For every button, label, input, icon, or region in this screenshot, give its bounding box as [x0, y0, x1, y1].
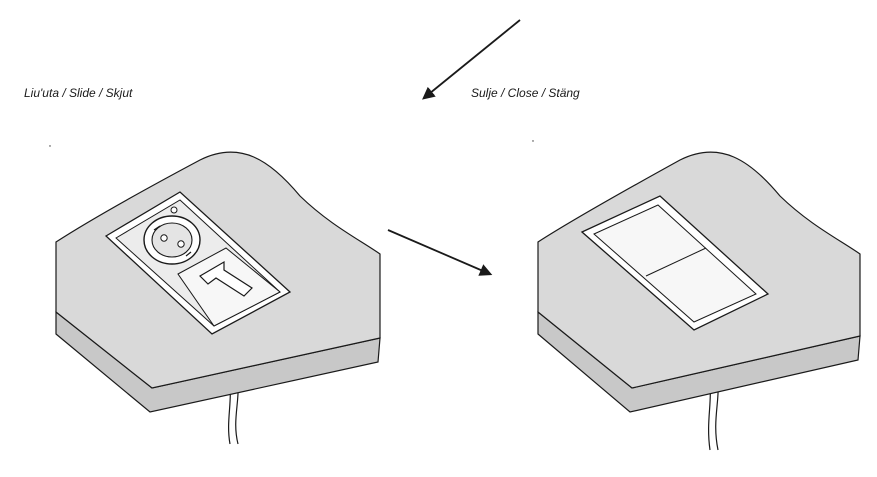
- arrow-down-right-icon: [387, 229, 493, 276]
- closed-lid: [593, 204, 757, 323]
- lid-split-line: [645, 247, 707, 277]
- table-closed-socket: [537, 151, 861, 451]
- step-label-slide: Liu'uta / Slide / Skjut: [24, 86, 133, 100]
- slide-up-arrow-icon: [199, 260, 253, 297]
- scan-dot: [532, 140, 534, 142]
- socket-outlet: [143, 206, 201, 265]
- step-label-close: Sulje / Close / Stäng: [471, 86, 580, 100]
- arrow-down-left-icon: [422, 19, 521, 100]
- scan-dot: [49, 145, 51, 147]
- table-open-socket: [55, 151, 381, 445]
